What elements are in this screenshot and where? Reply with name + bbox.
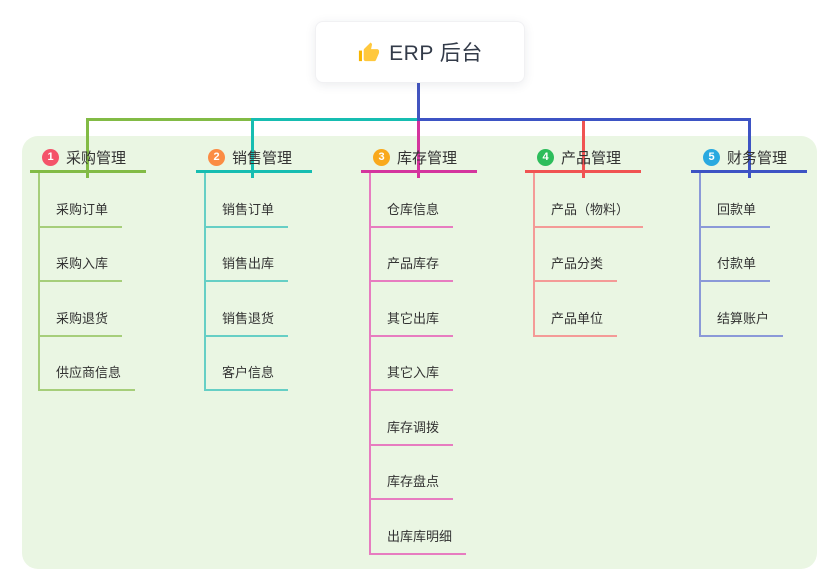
node-label: 销售出库 <box>204 253 289 282</box>
node-item[interactable]: 采购入库 <box>38 228 170 282</box>
node-label: 产品分类 <box>533 253 618 282</box>
branch-purchase-header[interactable]: 1 采购管理 <box>30 148 146 173</box>
connector-drop-finance <box>748 118 751 178</box>
branch-finance-header[interactable]: 5 财务管理 <box>691 148 807 173</box>
branch-purchase-children: 采购订单 采购入库 采购退货 供应商信息 <box>38 173 170 391</box>
branch-connector-spine <box>38 173 40 391</box>
root-node-label: ERP 后台 <box>389 42 483 65</box>
branch-connector-spine <box>699 173 701 337</box>
node-item[interactable]: 结算账户 <box>699 282 831 337</box>
node-label: 库存调拨 <box>369 417 454 446</box>
branch-sales[interactable]: 2 销售管理 销售订单 销售出库 销售退货 客户信息 <box>196 148 336 391</box>
branch-inventory-header[interactable]: 3 库存管理 <box>361 148 477 173</box>
branch-sales-header[interactable]: 2 销售管理 <box>196 148 312 173</box>
node-label: 采购入库 <box>38 253 123 282</box>
branch-label: 财务管理 <box>727 150 788 167</box>
node-item[interactable]: 其它出库 <box>369 282 501 337</box>
node-label: 产品（物料） <box>533 199 644 228</box>
node-label: 结算账户 <box>699 308 784 337</box>
branch-number-badge: 4 <box>537 149 554 166</box>
node-item[interactable]: 付款单 <box>699 228 831 282</box>
branch-connector-spine <box>533 173 535 337</box>
node-label: 供应商信息 <box>38 362 136 391</box>
branch-sales-children: 销售订单 销售出库 销售退货 客户信息 <box>204 173 336 391</box>
node-item[interactable]: 产品（物料） <box>533 173 665 228</box>
node-label: 采购退货 <box>38 308 123 337</box>
node-item[interactable]: 其它入库 <box>369 337 501 391</box>
node-item[interactable]: 出库库明细 <box>369 500 501 555</box>
branch-product[interactable]: 4 产品管理 产品（物料） 产品分类 产品单位 <box>525 148 665 337</box>
branch-label: 库存管理 <box>397 150 458 167</box>
node-item[interactable]: 库存调拨 <box>369 391 501 446</box>
branch-number-badge: 3 <box>373 149 390 166</box>
thumbs-up-icon <box>357 41 380 64</box>
node-label: 采购订单 <box>38 199 123 228</box>
node-item[interactable]: 产品分类 <box>533 228 665 282</box>
branch-finance-children: 回款单 付款单 结算账户 <box>699 173 831 337</box>
connector-drop-sales <box>251 118 254 178</box>
branch-number-badge: 2 <box>208 149 225 166</box>
node-item[interactable]: 库存盘点 <box>369 446 501 500</box>
connector-drop-purchase <box>86 118 89 178</box>
connector-drop-product <box>582 121 585 178</box>
node-item[interactable]: 销售订单 <box>204 173 336 228</box>
node-label: 回款单 <box>699 199 771 228</box>
node-item[interactable]: 产品单位 <box>533 282 665 337</box>
node-label: 其它出库 <box>369 308 454 337</box>
node-label: 出库库明细 <box>369 526 467 555</box>
node-label: 产品库存 <box>369 253 454 282</box>
node-label: 销售退货 <box>204 308 289 337</box>
branch-product-children: 产品（物料） 产品分类 产品单位 <box>533 173 665 337</box>
branch-label: 销售管理 <box>232 150 293 167</box>
connector-bus-finance <box>417 118 751 121</box>
branch-label: 产品管理 <box>561 150 622 167</box>
root-node[interactable]: ERP 后台 <box>315 21 525 83</box>
branch-connector-spine <box>204 173 206 391</box>
branch-purchase[interactable]: 1 采购管理 采购订单 采购入库 采购退货 供应商信息 <box>30 148 170 391</box>
node-item[interactable]: 客户信息 <box>204 337 336 391</box>
branch-number-badge: 5 <box>703 149 720 166</box>
connector-root-drop <box>417 81 420 121</box>
branch-number-badge: 1 <box>42 149 59 166</box>
branch-label: 采购管理 <box>66 150 127 167</box>
branch-connector-spine <box>369 173 371 555</box>
branch-inventory[interactable]: 3 库存管理 仓库信息 产品库存 其它出库 其它入库 库存调拨 库存盘点 出库库… <box>361 148 501 555</box>
node-item[interactable]: 仓库信息 <box>369 173 501 228</box>
connector-drop-inventory <box>417 121 420 178</box>
branch-product-header[interactable]: 4 产品管理 <box>525 148 641 173</box>
node-label: 仓库信息 <box>369 199 454 228</box>
node-label: 客户信息 <box>204 362 289 391</box>
branch-inventory-children: 仓库信息 产品库存 其它出库 其它入库 库存调拨 库存盘点 出库库明细 <box>369 173 501 555</box>
node-item[interactable]: 回款单 <box>699 173 831 228</box>
node-item[interactable]: 销售出库 <box>204 228 336 282</box>
node-label: 其它入库 <box>369 362 454 391</box>
node-item[interactable]: 采购退货 <box>38 282 170 337</box>
node-item[interactable]: 供应商信息 <box>38 337 170 391</box>
node-item[interactable]: 产品库存 <box>369 228 501 282</box>
node-label: 付款单 <box>699 253 771 282</box>
node-label: 产品单位 <box>533 308 618 337</box>
node-item[interactable]: 销售退货 <box>204 282 336 337</box>
connector-bus-sales <box>251 118 418 121</box>
branches-background-panel <box>22 136 817 569</box>
branch-finance[interactable]: 5 财务管理 回款单 付款单 结算账户 <box>691 148 831 337</box>
node-item[interactable]: 采购订单 <box>38 173 170 228</box>
connector-bus-purchase <box>86 118 253 121</box>
node-label: 库存盘点 <box>369 471 454 500</box>
node-label: 销售订单 <box>204 199 289 228</box>
